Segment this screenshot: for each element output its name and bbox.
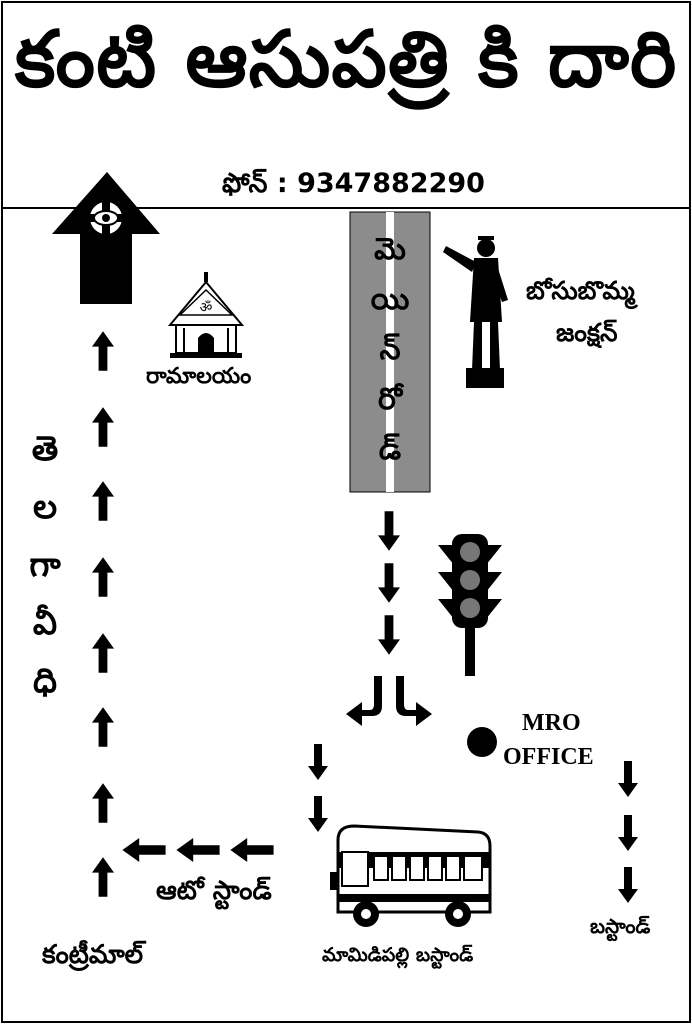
bus-icon bbox=[330, 824, 492, 927]
street-char: తె bbox=[31, 429, 59, 469]
left-branch-arrows bbox=[308, 744, 328, 832]
telangana-street-label: తె ల గా వీ ధి bbox=[22, 420, 68, 710]
phone-number: ఫోన్ : 9347882290 bbox=[222, 168, 485, 199]
country-mall-label: కంట్రీమాల్ bbox=[42, 940, 144, 970]
main-road-char: రో bbox=[377, 382, 403, 417]
bus-stand-arrows bbox=[618, 761, 638, 903]
statue-icon bbox=[443, 236, 508, 388]
mro-office-label-line2: OFFICE bbox=[503, 744, 594, 770]
junction-split-arrow bbox=[346, 676, 432, 726]
temple-icon: ॐ bbox=[167, 272, 245, 358]
street-char: వీ bbox=[32, 603, 58, 643]
bose-junction-label-line1: బోసుబొమ్మ bbox=[526, 276, 635, 305]
page-title: కంటి ఆసుపత్రి కి దారి bbox=[14, 15, 678, 105]
main-road-label: మె యి న్ రో డ్ bbox=[356, 225, 424, 475]
eye-hospital-icon bbox=[52, 172, 160, 304]
auto-stand-arrows bbox=[122, 838, 274, 862]
bus-stand-label: బస్టాండ్ bbox=[590, 914, 651, 938]
street-char: ధి bbox=[32, 661, 57, 701]
ramalayam-label: రామాలయం bbox=[146, 364, 252, 389]
traffic-light-icon bbox=[438, 534, 502, 676]
telangana-street-arrows bbox=[92, 331, 114, 897]
mro-office-dot-icon bbox=[467, 727, 497, 757]
bose-junction-label-line2: జంక్షన్ bbox=[556, 318, 618, 347]
street-char: గా bbox=[29, 545, 61, 585]
svg-text:ॐ: ॐ bbox=[200, 300, 213, 316]
main-road bbox=[349, 211, 431, 493]
mamidipalli-bus-stand-label: మామిడిపల్లి బస్టాండ్ bbox=[322, 944, 474, 966]
main-road-char: డ్ bbox=[378, 432, 402, 467]
street-char: ల bbox=[32, 487, 58, 527]
main-road-char: మె bbox=[374, 232, 406, 267]
main-road-arrows bbox=[378, 511, 400, 655]
mro-office-label-line1: MRO bbox=[522, 710, 581, 736]
auto-stand-label: ఆటో స్టాండ్ bbox=[156, 876, 272, 906]
main-road-char: యి bbox=[370, 282, 410, 317]
main-road-char: న్ bbox=[379, 332, 401, 367]
